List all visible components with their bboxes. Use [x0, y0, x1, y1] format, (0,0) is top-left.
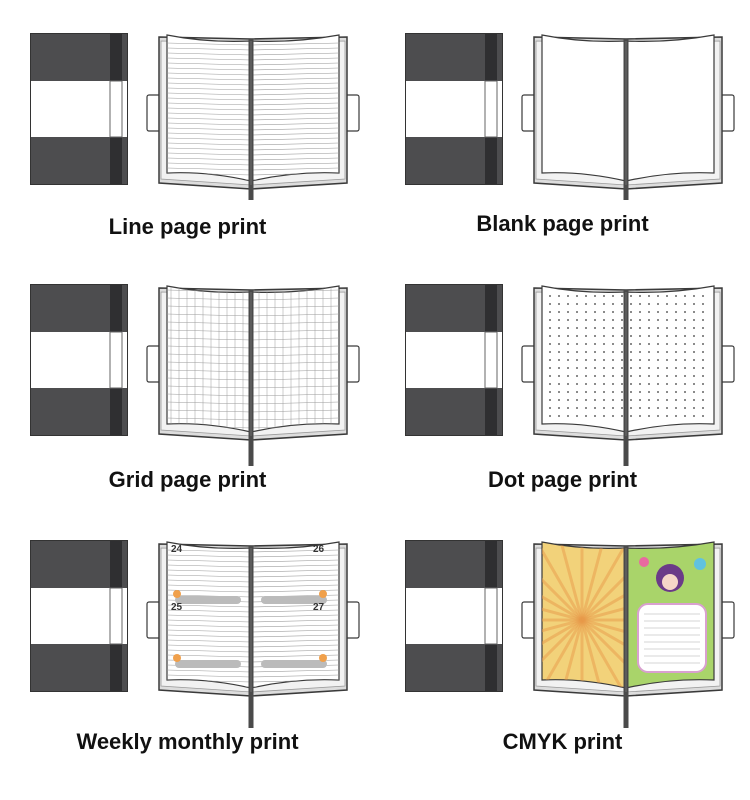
page-number: 25 — [171, 602, 183, 613]
open-notebook-grid-pages-image — [146, 285, 360, 466]
closed-notebook-image — [405, 540, 503, 692]
product-grid-page: Grid page print — [0, 266, 375, 532]
open-notebook-line-pages-image — [146, 34, 360, 200]
closed-notebook-image — [30, 284, 128, 436]
caption-dot-page: Dot page print — [487, 467, 638, 492]
caption-cmyk: CMYK print — [502, 729, 623, 754]
open-notebook-weekly-monthly-pages-image: 24 25 26 27 — [146, 541, 360, 728]
closed-notebook-image — [30, 540, 128, 692]
open-notebook-blank-pages-image — [521, 34, 735, 200]
closed-notebook-image — [30, 33, 128, 185]
caption-grid-page: Grid page print — [108, 467, 267, 492]
closed-notebook-image — [405, 33, 503, 185]
page-number: 24 — [171, 544, 183, 555]
product-dot-page: Dot page print — [375, 266, 750, 532]
open-notebook-dot-pages-image — [521, 285, 735, 466]
page-number: 27 — [313, 602, 325, 613]
closed-notebook-image — [405, 284, 503, 436]
product-weekly-monthly: 24 25 26 27 Weekly monthly print — [0, 532, 375, 798]
product-blank-page: Blank page print — [375, 0, 750, 266]
caption-line-page: Line page print — [108, 214, 267, 239]
caption-blank-page: Blank page print — [476, 211, 649, 236]
page-number: 26 — [313, 544, 325, 555]
product-cmyk: CMYK print — [375, 532, 750, 798]
open-notebook-cmyk-pages-image — [521, 541, 735, 728]
caption-weekly-monthly: Weekly monthly print — [76, 729, 299, 754]
product-line-page: Line page print — [0, 0, 375, 266]
